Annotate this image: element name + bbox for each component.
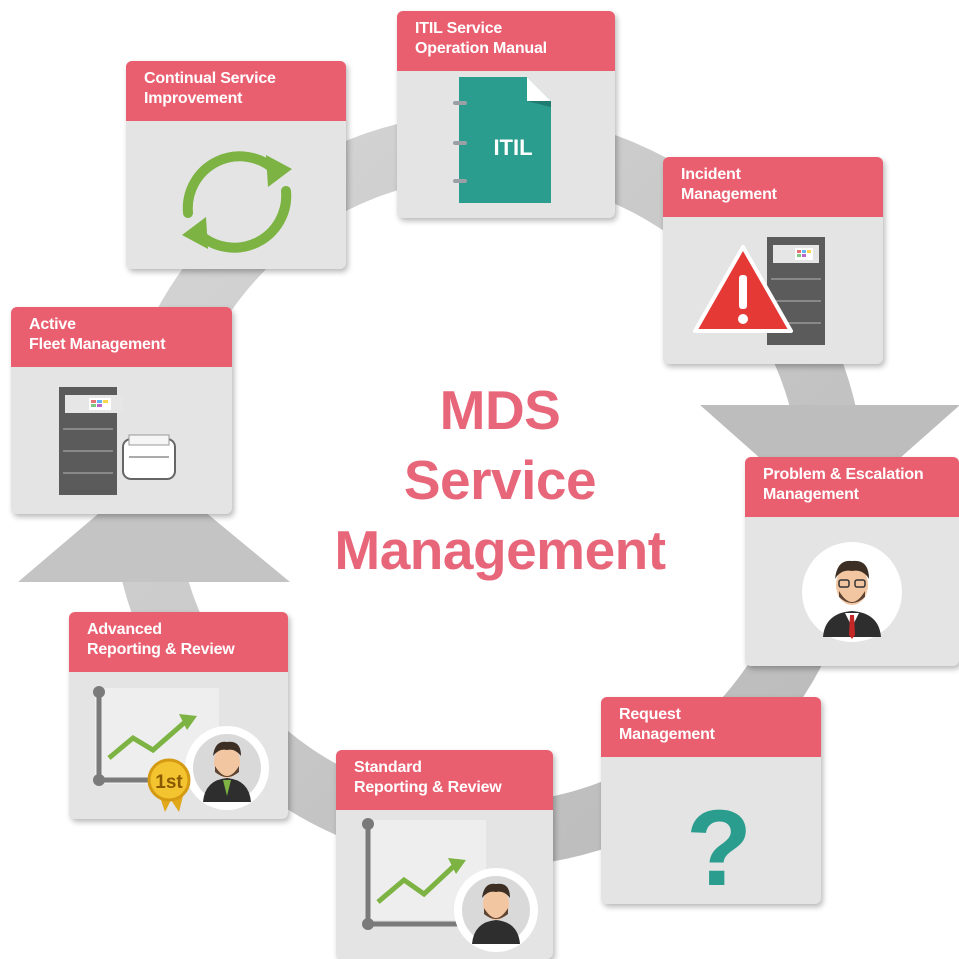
diagram-title: MDS Service Management	[290, 375, 710, 585]
card-problem-escalation-management: Problem & Escalation Management	[745, 457, 959, 666]
title-line-3: Management	[334, 519, 666, 581]
card-header: Request Management	[601, 697, 821, 757]
card-incident-management: Incident Management	[663, 157, 883, 364]
title-line-2: Service	[403, 449, 597, 511]
card-advanced-reporting-review: Advanced Reporting & Review 1st	[69, 612, 288, 819]
cycle-arrow-left	[18, 468, 290, 582]
card-header: Advanced Reporting & Review	[69, 612, 288, 672]
card-header: Incident Management	[663, 157, 883, 217]
itil-book-label: ITIL	[493, 135, 532, 160]
card-standard-reporting-review: Standard Reporting & Review	[336, 750, 553, 959]
card-request-management: Request Management ?	[601, 697, 821, 904]
card-header: ITIL Service Operation Manual	[397, 11, 615, 71]
card-header: Problem & Escalation Management	[745, 457, 959, 517]
card-continual-service-improvement: Continual Service Improvement	[126, 61, 346, 269]
title-line-1: MDS	[439, 379, 561, 441]
svg-text:?: ?	[686, 787, 752, 904]
card-header: Continual Service Improvement	[126, 61, 346, 121]
card-header: Active Fleet Management	[11, 307, 232, 367]
card-itil-operation-manual: ITIL Service Operation Manual ITIL	[397, 11, 615, 218]
card-header: Standard Reporting & Review	[336, 750, 553, 810]
first-place-badge: 1st	[155, 772, 183, 793]
card-active-fleet-management: Active Fleet Management	[11, 307, 232, 514]
